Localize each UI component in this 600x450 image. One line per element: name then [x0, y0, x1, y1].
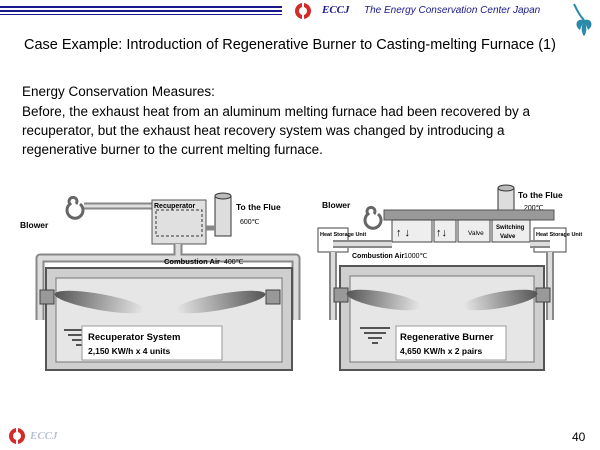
right-system-name: Regenerative Burner — [400, 332, 494, 343]
left-combustion-air-label: Combustion Air — [164, 257, 220, 266]
right-flame-left — [346, 289, 422, 311]
right-capacity: 4,650 KW/h x 2 pairs — [400, 346, 482, 356]
page-number: 40 — [572, 430, 586, 444]
left-blower-icon — [65, 195, 85, 220]
footer-logo-text: ECCJ — [30, 430, 58, 442]
valve-block — [457, 219, 491, 243]
valve-label: Valve — [468, 230, 484, 237]
measures-body: Before, the exhaust heat from an aluminu… — [22, 104, 531, 157]
bird-leaf-icon — [573, 3, 592, 36]
right-burner-right — [535, 287, 551, 303]
left-to-flue-label: To the Flue — [236, 202, 281, 212]
right-combustion-air-label: Combustion Air — [352, 253, 405, 260]
left-system-name: Recuperator System — [88, 332, 180, 343]
recuperator-unit — [151, 199, 207, 245]
right-burner-left — [333, 287, 349, 303]
right-flame-right — [462, 289, 538, 311]
left-burner-right — [265, 289, 281, 305]
heat-storage-right-label: Heat Storage Unit — [536, 232, 582, 238]
left-blower-label: Blower — [20, 220, 49, 230]
eccj-logo-icon — [295, 3, 311, 19]
right-air-temp: 1000℃ — [404, 253, 428, 260]
svg-text:Switching: Switching — [496, 225, 525, 231]
slide-title: Case Example: Introduction of Regenerati… — [24, 37, 556, 53]
header-logo-text: ECCJ — [322, 4, 350, 16]
left-furnace-diagram: Recuperator To the Flue 600℃ Blower Comb… — [20, 192, 301, 371]
right-flue-temp: 200℃ — [524, 205, 544, 212]
valve-block-mid — [433, 219, 457, 243]
right-blower-label: Blower — [322, 200, 351, 210]
heat-storage-left-label: Heat Storage Unit — [320, 232, 366, 238]
left-flame-right — [174, 290, 266, 314]
left-burner-left — [39, 289, 55, 305]
furnace-diagrams: Recuperator To the Flue 600℃ Blower Comb… — [20, 184, 582, 371]
left-air-temp: 400℃ — [224, 259, 244, 266]
svg-text:↑ ↓: ↑ ↓ — [396, 227, 410, 239]
header-rule — [0, 6, 282, 15]
header-org-name: The Energy Conservation Center Japan — [364, 5, 541, 16]
left-flue-temp: 600℃ — [240, 219, 260, 226]
footer-eccj-logo-icon — [9, 428, 25, 444]
left-capacity: 2,150 KW/h x 4 units — [88, 346, 170, 356]
right-furnace-diagram: Blower To the Flue 200℃ ↑ ↓ ↑↓ Valve Swi… — [317, 184, 582, 371]
right-blower-icon — [363, 205, 383, 230]
switching-valve-block — [491, 219, 531, 243]
left-flame-left — [54, 290, 146, 314]
right-to-flue-label: To the Flue — [518, 190, 563, 200]
svg-text:Valve: Valve — [500, 234, 516, 240]
left-flue-stack — [214, 195, 232, 237]
valve-block-left — [391, 219, 433, 243]
recuperator-label: Recuperator — [154, 203, 196, 210]
measures-heading: Energy Conservation Measures: — [22, 84, 215, 99]
svg-text:↑↓: ↑↓ — [436, 227, 447, 239]
